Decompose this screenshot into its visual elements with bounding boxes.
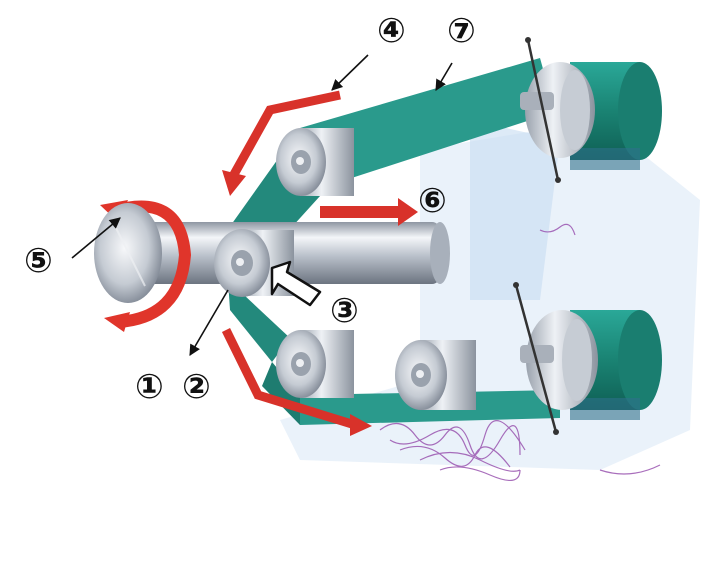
label-4: ④	[377, 11, 406, 51]
lower-idler-roller-left	[276, 330, 354, 398]
callout-line-5	[71, 217, 121, 259]
belt-motion-arrow-upper	[222, 90, 341, 196]
upper-idler-roller	[276, 128, 354, 196]
contact-roller	[214, 229, 294, 297]
label-2: ②	[182, 367, 211, 407]
bottom-motor	[513, 282, 662, 435]
label-5: ⑤	[24, 241, 53, 281]
label-1: ①	[135, 367, 164, 407]
label-7: ⑦	[447, 11, 476, 51]
belt-motion-arrow-lower	[221, 328, 372, 436]
shaft-end-cap	[94, 203, 162, 303]
pressure-arrow	[270, 260, 322, 307]
lower-idler-roller-right	[395, 340, 476, 410]
callout-line-4	[331, 54, 369, 91]
top-motor	[520, 37, 662, 183]
label-6: ⑥	[418, 181, 447, 221]
label-3: ③	[330, 291, 359, 331]
axial-feed-arrow	[320, 198, 418, 226]
callout-line-7	[435, 62, 453, 91]
callout-lines	[71, 54, 453, 356]
callout-line-1-2	[189, 289, 229, 356]
grinding-debris-scribble	[379, 223, 661, 481]
